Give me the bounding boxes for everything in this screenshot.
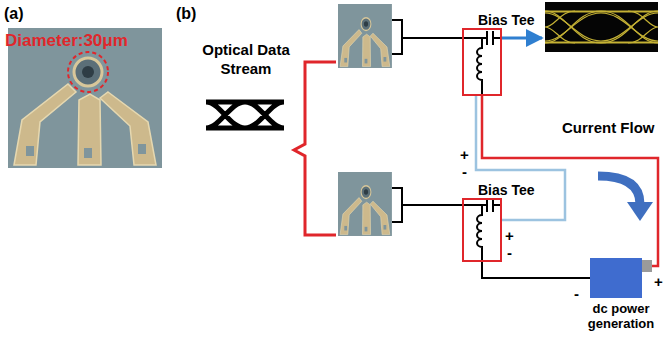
supply-body (590, 258, 642, 298)
bias-tee-box: Bias Tee (462, 198, 502, 262)
wire-connector (476, 96, 565, 220)
bias-tee-label: Bias Tee (478, 12, 535, 28)
wire-connector (482, 96, 658, 266)
panel-label: (b) (176, 4, 196, 24)
eye-diagram (545, 2, 658, 52)
polarity-sign: - (462, 162, 467, 181)
polarity-sign: + (460, 145, 469, 164)
device-photo (338, 172, 392, 236)
annotation: Current Flow (562, 118, 655, 137)
bracket (294, 62, 336, 235)
capacitor-symbol (487, 31, 493, 45)
wire-connector (482, 262, 590, 278)
inductor-symbol (477, 205, 482, 262)
polarity-sign: - (574, 284, 579, 303)
power-supply-box: dc power generation (590, 258, 652, 298)
bias-tee-box: Bias Tee (462, 28, 502, 96)
supply-terminal (642, 260, 652, 272)
bias-tee-label: Bias Tee (478, 182, 535, 198)
capacitor-symbol (487, 198, 493, 212)
inductor-symbol (477, 38, 482, 96)
polarity-sign: + (505, 226, 514, 245)
panel-label: (a) (4, 4, 24, 24)
annotation: Optical Data Stream (196, 40, 296, 78)
device-photo (338, 4, 392, 68)
current-arrow (598, 176, 653, 221)
supply-label: dc power generation (586, 301, 656, 331)
polarity-sign: - (507, 243, 512, 262)
polarity-sign: + (654, 272, 663, 291)
dimension-label: Diameter:30μm (5, 30, 128, 51)
output-arrow (502, 37, 542, 40)
eye-symbol (206, 102, 284, 128)
